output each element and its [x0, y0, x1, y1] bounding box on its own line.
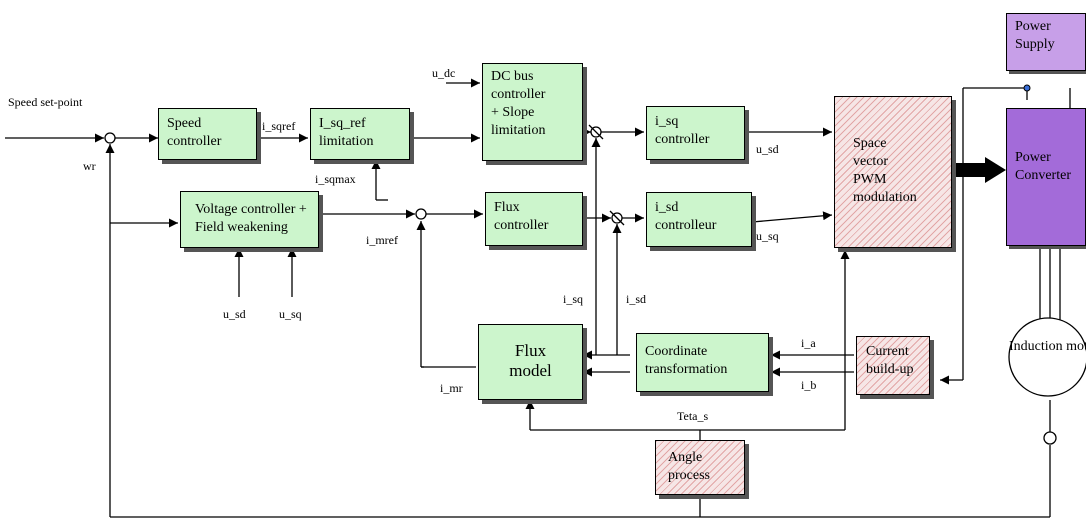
speed-sensor [1043, 431, 1057, 445]
isqref-label: i_sqref [262, 119, 296, 133]
sum-junction-speed [104, 132, 116, 144]
ia-label: i_a [801, 336, 816, 350]
flux-model-line-2: model [509, 361, 552, 380]
space-vector-pwm-block: Space vector PWM modulation [834, 96, 952, 248]
current-buildup-line-2: build-up [866, 362, 914, 377]
usd-output-label: u_sd [756, 142, 779, 156]
induction-motor-line-1: Induction [1009, 339, 1063, 354]
dc-bus-controller-block: DC bus controller + Slope limitation [482, 63, 583, 161]
speed-controller-line-1: Speed [167, 116, 202, 131]
dc-bus-line-1: DC bus [491, 69, 534, 84]
power-supply-line-2: Supply [1015, 37, 1055, 52]
dc-bus-line-3: + Slope [491, 105, 535, 120]
minus-mark-isq [588, 124, 604, 140]
flux-model-line-1: Flux [514, 341, 547, 360]
voltage-controller-line-2: Field weakening [195, 220, 288, 235]
angle-process-block: Angle process [655, 440, 745, 495]
isq-label: i_sq [563, 292, 584, 306]
isd-controller-block: i_sd controlleur [646, 192, 752, 247]
power-converter-line-1: Power [1015, 150, 1051, 165]
coordinate-transformation-line-2: transformation [645, 362, 728, 377]
coordinate-transformation-line-1: Coordinate [645, 344, 708, 359]
minus-mark-isd [609, 210, 625, 226]
induction-motor-label: Induction motor [1009, 338, 1086, 356]
usq-input-label: u_sq [279, 307, 302, 321]
connection-dot [1023, 84, 1031, 92]
isd-controller-line-1: i_sd [655, 200, 679, 215]
flux-controller-block: Flux controller [485, 192, 583, 246]
speed-setpoint-label: Speed set-point [8, 95, 82, 109]
sum-junction-imr [415, 208, 427, 220]
pwm-line-4: modulation [853, 190, 917, 205]
voltage-controller-line-1: Voltage controller + [195, 202, 307, 217]
induction-motor-line-2: motor [1066, 339, 1086, 354]
wr-label: wr [83, 159, 96, 173]
isq-controller-block: i_sq controller [646, 106, 745, 160]
power-converter-block: Power Converter [1006, 108, 1086, 246]
imref-label: i_mref [366, 233, 398, 247]
induction-motor-circle [1008, 317, 1086, 397]
coordinate-transformation-block: Coordinate transformation [636, 333, 769, 392]
dc-bus-line-4: limitation [491, 123, 546, 138]
flux-controller-line-2: controller [494, 218, 549, 233]
pwm-line-1: Space [853, 136, 887, 151]
isd-controller-line-2: controlleur [655, 218, 717, 233]
pwm-line-2: vector [853, 154, 888, 169]
power-supply-block: Power Supply [1006, 13, 1086, 71]
power-converter-line-2: Converter [1015, 168, 1071, 183]
ib-label: i_b [801, 378, 817, 392]
pwm-line-3: PWM [853, 172, 887, 187]
udc-label: u_dc [432, 66, 456, 80]
voltage-controller-block: Voltage controller + Field weakening [180, 191, 319, 248]
isd-label: i_sd [626, 292, 647, 306]
speed-controller-line-2: controller [167, 134, 222, 149]
wire-usq [751, 211, 833, 223]
speed-setpoint-line-2: set-point [40, 95, 83, 109]
isq-controller-line-1: i_sq [655, 114, 679, 129]
angle-process-line-2: process [668, 468, 710, 483]
teta-s-label: Teta_s [677, 409, 709, 423]
power-supply-line-1: Power [1015, 19, 1051, 34]
isq-ref-limitation-line-1: I_sq_ref [319, 116, 366, 131]
dc-bus-line-2: controller [491, 87, 546, 102]
usd-input-label: u_sd [223, 307, 246, 321]
speed-setpoint-line-1: Speed [8, 95, 38, 109]
angle-process-line-1: Angle [668, 450, 703, 465]
usq-output-label: u_sq [756, 229, 779, 243]
imr-label: i_mr [440, 381, 463, 395]
current-buildup-block: Current build-up [856, 336, 930, 395]
pwm-to-converter-arrow [952, 157, 1006, 183]
current-buildup-line-1: Current [866, 344, 909, 359]
isq-controller-line-2: controller [655, 132, 710, 147]
isq-ref-limitation-line-2: limitation [319, 134, 374, 149]
flux-model-block: Flux model [478, 324, 583, 400]
isq-ref-limitation-block: I_sq_ref limitation [310, 108, 410, 160]
flux-controller-line-1: Flux [494, 200, 520, 215]
isqmax-label: i_sqmax [315, 172, 356, 186]
speed-controller-block: Speed controller [158, 108, 257, 160]
